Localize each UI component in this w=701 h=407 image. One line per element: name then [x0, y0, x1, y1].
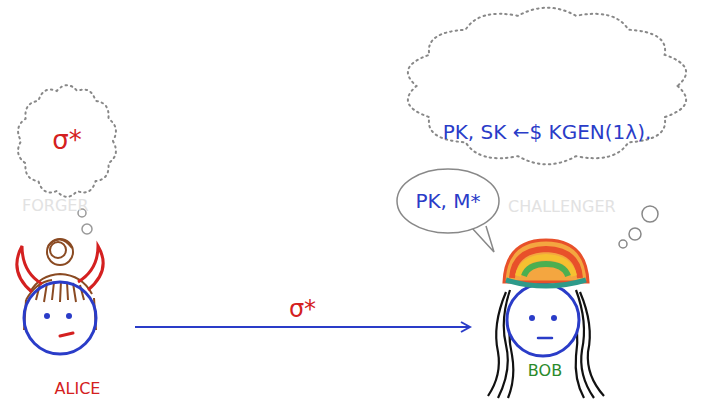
watermark-label: CHALLENGER — [508, 197, 616, 216]
mouth — [60, 333, 73, 336]
mouth — [538, 337, 552, 340]
thought-dot — [642, 206, 658, 222]
bob-head — [507, 284, 579, 356]
eye — [551, 315, 557, 321]
devil-horn — [17, 246, 42, 292]
rainbow-hat — [504, 240, 588, 286]
alice-head — [24, 282, 96, 354]
node-text: σ* — [52, 125, 81, 156]
watermark-label: FORGER — [22, 196, 89, 215]
edge-label: σ* — [289, 295, 316, 323]
thought-bubble: σ* — [12, 80, 122, 202]
node-text: PK, M* — [415, 189, 480, 213]
node-text: ALICE — [55, 379, 101, 398]
node-text: PK, SK ←$ KGEN(1λ). — [443, 120, 652, 144]
cloud-outline — [398, 2, 696, 170]
node-text: BOB — [528, 361, 562, 380]
devil-horn — [78, 246, 103, 290]
alice-hair — [24, 239, 96, 330]
alice-figure: ALICE — [20, 262, 135, 400]
eye — [66, 313, 72, 319]
thought-bubble: PK, SK ←$ KGEN(1λ). — [398, 2, 696, 170]
message-arrow — [135, 326, 470, 328]
eye — [44, 313, 50, 319]
speech-bubble: PK, M* — [393, 165, 503, 237]
bob-figure: BOB — [470, 232, 620, 394]
thought-dot — [82, 224, 92, 234]
eye — [529, 315, 535, 321]
thought-dot — [629, 228, 641, 240]
thought-dot — [619, 240, 627, 248]
speech-tail — [472, 226, 494, 252]
